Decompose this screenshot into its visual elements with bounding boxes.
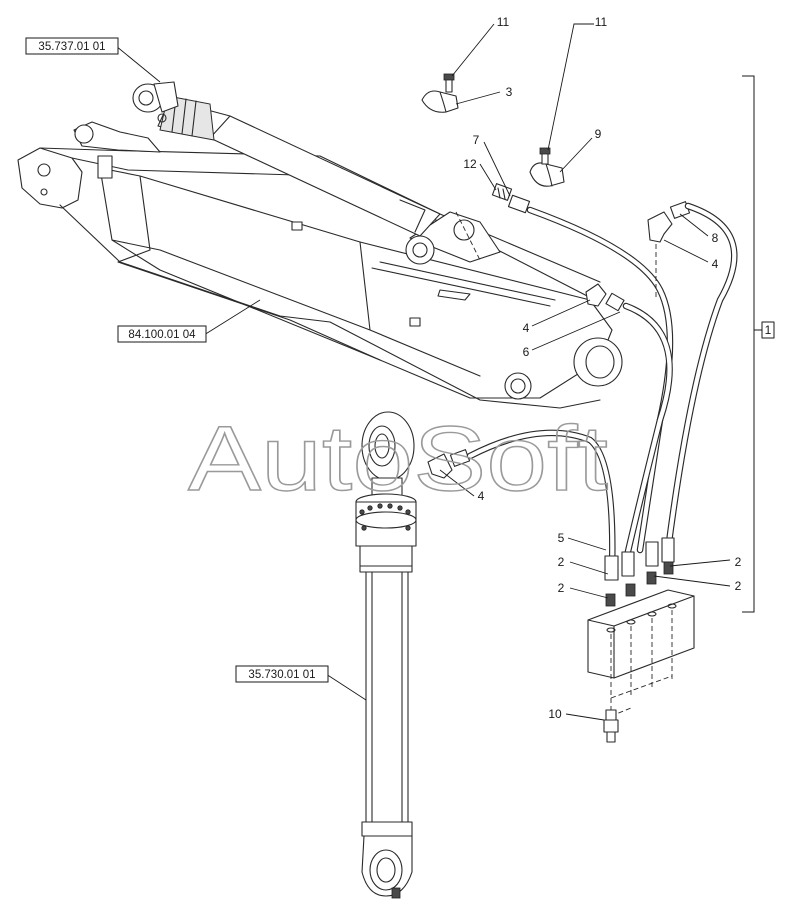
- ref-text-top: 35.737.01 01: [38, 41, 105, 53]
- callout-4-top: 4: [712, 257, 719, 271]
- callout-11-left: 11: [497, 15, 510, 29]
- hoses: [466, 202, 738, 581]
- gland-bolts: [359, 503, 411, 531]
- group-bracket: 1: [742, 75, 775, 613]
- fitting-4-upper: [585, 283, 625, 312]
- callout-12: 12: [463, 157, 477, 171]
- callout-10: 10: [548, 707, 562, 721]
- callout-8: 8: [712, 231, 719, 245]
- boom-assembly: [17, 121, 623, 409]
- leader-lines: [115, 23, 731, 721]
- manifold-block: [455, 211, 695, 743]
- clamp-9: [529, 147, 565, 187]
- watermark: AutoSoft: [188, 408, 608, 510]
- callout-5: 5: [558, 531, 565, 545]
- ref-box-boom: 84.100.01 04: [117, 325, 207, 343]
- callout-2-right-top: 2: [735, 555, 742, 569]
- callout-4-mid: 4: [523, 321, 530, 335]
- ref-box-cylinder: 35.730.01 01: [235, 665, 329, 683]
- arm-cylinder: [355, 411, 417, 899]
- callout-3: 3: [506, 85, 513, 99]
- callout-6: 6: [523, 345, 530, 359]
- fitting-4-lower: [427, 449, 471, 479]
- callout-11-right: 11: [595, 15, 608, 29]
- ref-text-cylinder: 35.730.01 01: [248, 669, 315, 681]
- callout-9: 9: [595, 127, 602, 141]
- group-label: 1: [765, 323, 772, 337]
- callout-4-lower: 4: [478, 489, 485, 503]
- fitting-7: [507, 194, 531, 214]
- callout-2-left-top: 2: [558, 555, 565, 569]
- clamp-3: [421, 73, 459, 113]
- fitting-8-elbow: [647, 201, 691, 243]
- boom-cylinder: [132, 81, 441, 237]
- callout-2-right-bottom: 2: [735, 579, 742, 593]
- callout-numbers: 11 11 3 9 7 12 8 4 4 6 4 5 2 2 2 2 10: [463, 15, 741, 721]
- callout-7: 7: [473, 133, 480, 147]
- ref-box-top: 35.737.01 01: [25, 37, 119, 55]
- ref-text-boom: 84.100.01 04: [128, 329, 196, 341]
- callout-2-left-bottom: 2: [558, 581, 565, 595]
- fitting-12: [491, 183, 513, 201]
